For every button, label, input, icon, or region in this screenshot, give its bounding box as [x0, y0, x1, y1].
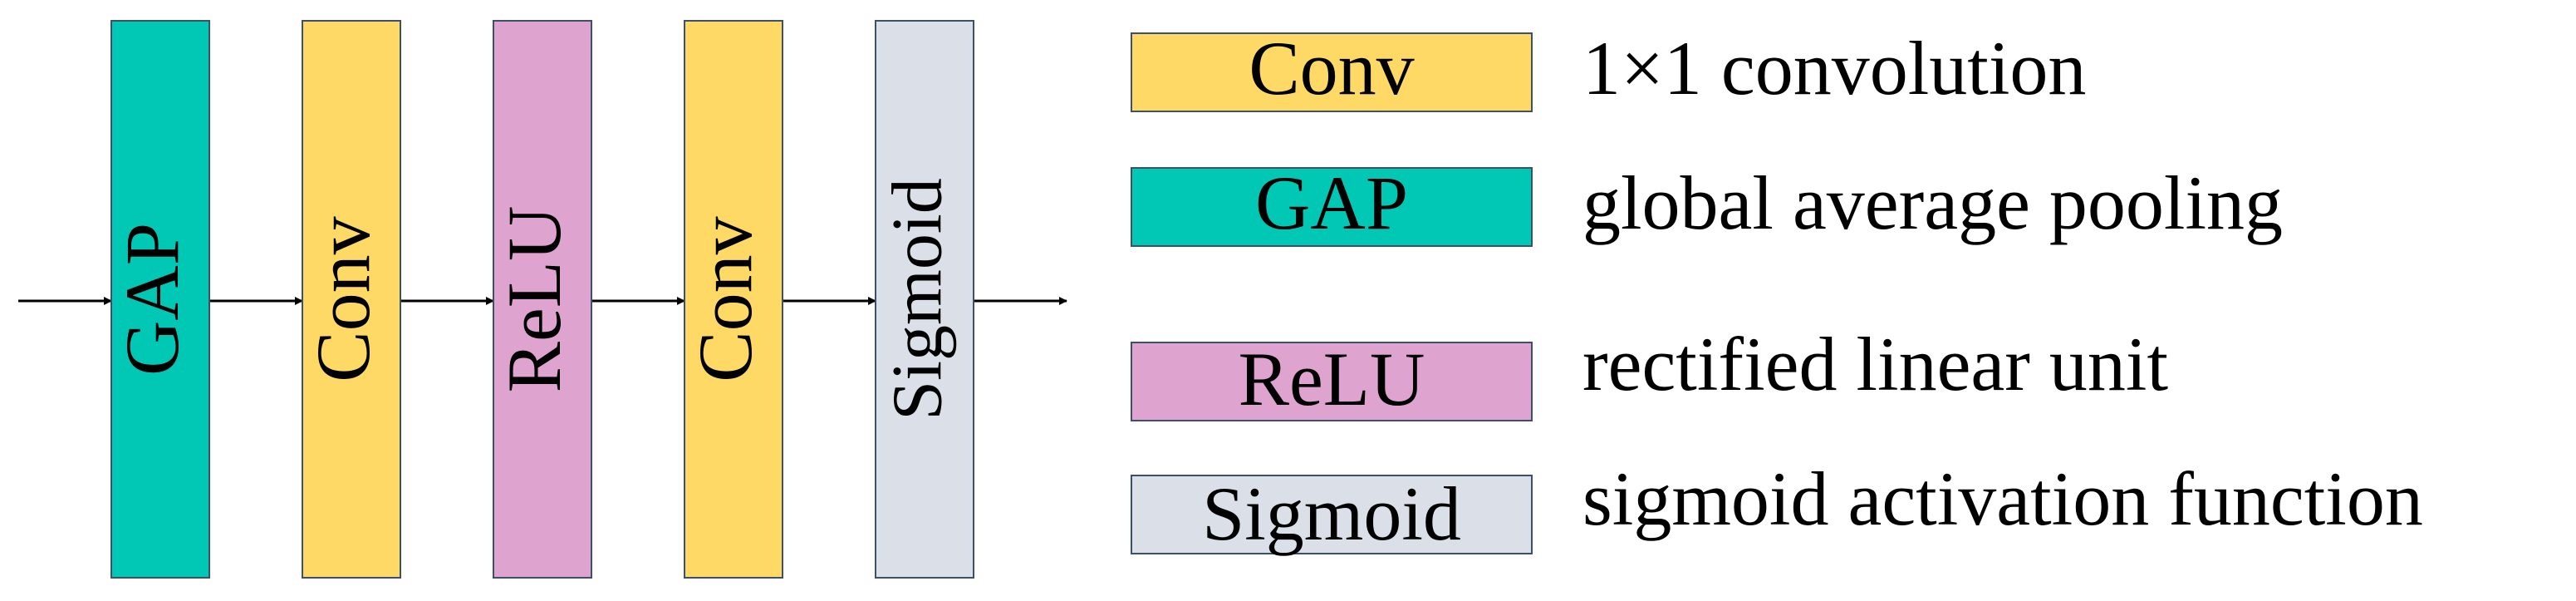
legend-item-conv: Conv 1×1 convolution — [1131, 26, 2086, 112]
legend-swatch-label: GAP — [1255, 160, 1408, 245]
block-label-conv-2: Conv — [683, 216, 768, 382]
pipeline-block-conv-1: Conv — [301, 20, 401, 579]
block-rect — [493, 20, 592, 579]
pipeline-block-sigmoid: Sigmoid — [875, 20, 974, 579]
legend-swatch-label: Sigmoid — [1202, 471, 1461, 556]
block-label-sigmoid: Sigmoid — [877, 178, 957, 421]
block-label-gap: GAP — [110, 223, 194, 376]
legend-swatch — [1131, 342, 1533, 421]
block-rect — [302, 20, 401, 579]
legend-item-relu: ReLU rectified linear unit — [1131, 322, 2168, 421]
legend-item-gap: GAP global average pooling — [1131, 160, 2283, 247]
legend: Conv 1×1 convolution GAP global average … — [1131, 26, 2423, 556]
block-rect — [684, 20, 783, 579]
block-rect — [110, 20, 210, 579]
block-label-relu: ReLU — [492, 206, 577, 393]
pipeline-block-conv-2: Conv — [683, 20, 783, 579]
legend-swatch — [1131, 475, 1533, 554]
block-label-conv-1: Conv — [301, 216, 385, 382]
legend-description: rectified linear unit — [1582, 322, 2168, 406]
legend-swatch — [1131, 32, 1533, 112]
legend-description: global average pooling — [1582, 160, 2283, 245]
legend-swatch-label: ReLU — [1239, 337, 1425, 421]
legend-description: 1×1 convolution — [1582, 26, 2086, 111]
legend-swatch-label: Conv — [1249, 26, 1414, 111]
legend-swatch — [1131, 167, 1533, 247]
legend-item-sigmoid: Sigmoid sigmoid activation function — [1131, 456, 2423, 556]
legend-description: sigmoid activation function — [1582, 456, 2423, 541]
block-rect — [875, 20, 974, 579]
pipeline-block-relu: ReLU — [492, 20, 592, 579]
pipeline-block-gap: GAP — [110, 20, 210, 579]
